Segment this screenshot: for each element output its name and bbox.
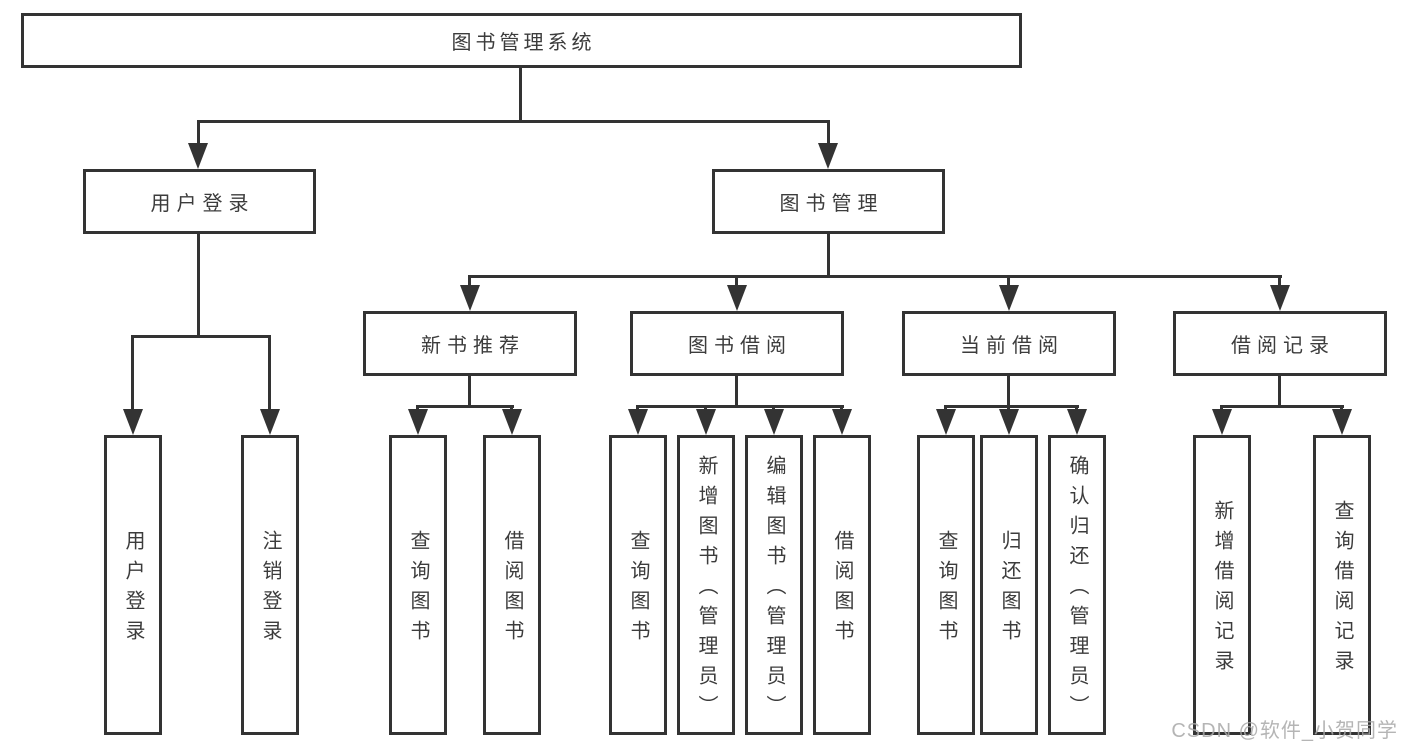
leaf-user-login: 用户登录 [104, 435, 162, 735]
connector-vline [510, 405, 513, 412]
connector-vline [1007, 405, 1010, 412]
connector-vline [197, 233, 200, 336]
node-book-management: 图书管理 [712, 169, 945, 234]
leaf-cb-confirm-return-admin: 确认归还（管理员） [1048, 435, 1106, 735]
arrow-down-icon [1270, 285, 1290, 311]
node-new-book-recommend: 新书推荐 [363, 311, 577, 376]
connector-vline [1220, 405, 1223, 412]
connector-vline [735, 375, 738, 407]
leaf-label: 查询借阅记录 [1331, 500, 1353, 680]
connector-vline [1007, 275, 1010, 287]
arrow-down-icon [460, 285, 480, 311]
arrow-down-icon [764, 409, 784, 435]
connector-hline [636, 405, 844, 408]
arrow-down-icon [727, 285, 747, 311]
leaf-label: 借阅图书 [501, 530, 523, 650]
connector-hline [468, 275, 1282, 278]
arrow-down-icon [408, 409, 428, 435]
arrow-down-icon [1067, 409, 1087, 435]
node-borrow-records: 借阅记录 [1173, 311, 1387, 376]
leaf-label: 查询图书 [407, 530, 429, 650]
connector-vline [827, 120, 830, 145]
arrow-down-icon [260, 409, 280, 435]
leaf-cb-return-books: 归还图书 [980, 435, 1038, 735]
arrow-down-icon [1212, 409, 1232, 435]
arrow-down-icon [502, 409, 522, 435]
connector-vline [1278, 375, 1281, 407]
connector-vline [827, 233, 830, 277]
connector-vline [519, 68, 522, 121]
leaf-label: 新增借阅记录 [1211, 500, 1233, 680]
connector-hline [1220, 405, 1344, 408]
watermark: CSDN @软件_小贺同学 [1171, 720, 1398, 742]
leaf-label: 新增图书（管理员） [695, 455, 717, 725]
leaf-label: 用户登录 [122, 530, 144, 650]
arrow-down-icon [818, 143, 838, 169]
node-current-borrow: 当前借阅 [902, 311, 1116, 376]
node-book-borrow: 图书借阅 [630, 311, 844, 376]
leaf-br-query-record: 查询借阅记录 [1313, 435, 1371, 735]
leaf-bb-add-books-admin: 新增图书（管理员） [677, 435, 735, 735]
arrow-down-icon [123, 409, 143, 435]
arrow-down-icon [188, 143, 208, 169]
connector-hline [416, 405, 514, 408]
connector-vline [704, 405, 707, 412]
leaf-label: 查询图书 [627, 530, 649, 650]
connector-hline [131, 335, 271, 338]
leaf-bb-borrow-books: 借阅图书 [813, 435, 871, 735]
arrow-down-icon [696, 409, 716, 435]
connector-vline [1007, 375, 1010, 407]
connector-vline [468, 275, 471, 287]
connector-vline [636, 405, 639, 412]
connector-vline [840, 405, 843, 412]
connector-vline [735, 275, 738, 287]
leaf-nb-borrow-books: 借阅图书 [483, 435, 541, 735]
node-root: 图书管理系统 [21, 13, 1022, 68]
connector-vline [268, 335, 271, 411]
leaf-label: 归还图书 [998, 530, 1020, 650]
leaf-nb-query-books: 查询图书 [389, 435, 447, 735]
leaf-bb-edit-books-admin: 编辑图书（管理员） [745, 435, 803, 735]
connector-vline [1075, 405, 1078, 412]
leaf-br-add-record: 新增借阅记录 [1193, 435, 1251, 735]
leaf-label: 编辑图书（管理员） [763, 455, 785, 725]
leaf-bb-query-books: 查询图书 [609, 435, 667, 735]
leaf-logout: 注销登录 [241, 435, 299, 735]
connector-vline [131, 335, 134, 411]
connector-vline [1278, 275, 1281, 287]
connector-hline [944, 405, 1079, 408]
connector-vline [416, 405, 419, 412]
connector-vline [1340, 405, 1343, 412]
connector-vline [468, 375, 471, 407]
arrow-down-icon [628, 409, 648, 435]
connector-vline [772, 405, 775, 412]
arrow-down-icon [999, 409, 1019, 435]
arrow-down-icon [832, 409, 852, 435]
arrow-down-icon [999, 285, 1019, 311]
leaf-cb-query-books: 查询图书 [917, 435, 975, 735]
connector-vline [944, 405, 947, 412]
arrow-down-icon [1332, 409, 1352, 435]
leaf-label: 注销登录 [259, 530, 281, 650]
arrow-down-icon [936, 409, 956, 435]
connector-hline [197, 120, 830, 123]
leaf-label: 确认归还（管理员） [1066, 455, 1088, 725]
leaf-label: 借阅图书 [831, 530, 853, 650]
connector-vline [197, 120, 200, 145]
leaf-label: 查询图书 [935, 530, 957, 650]
node-user-login: 用户登录 [83, 169, 316, 234]
